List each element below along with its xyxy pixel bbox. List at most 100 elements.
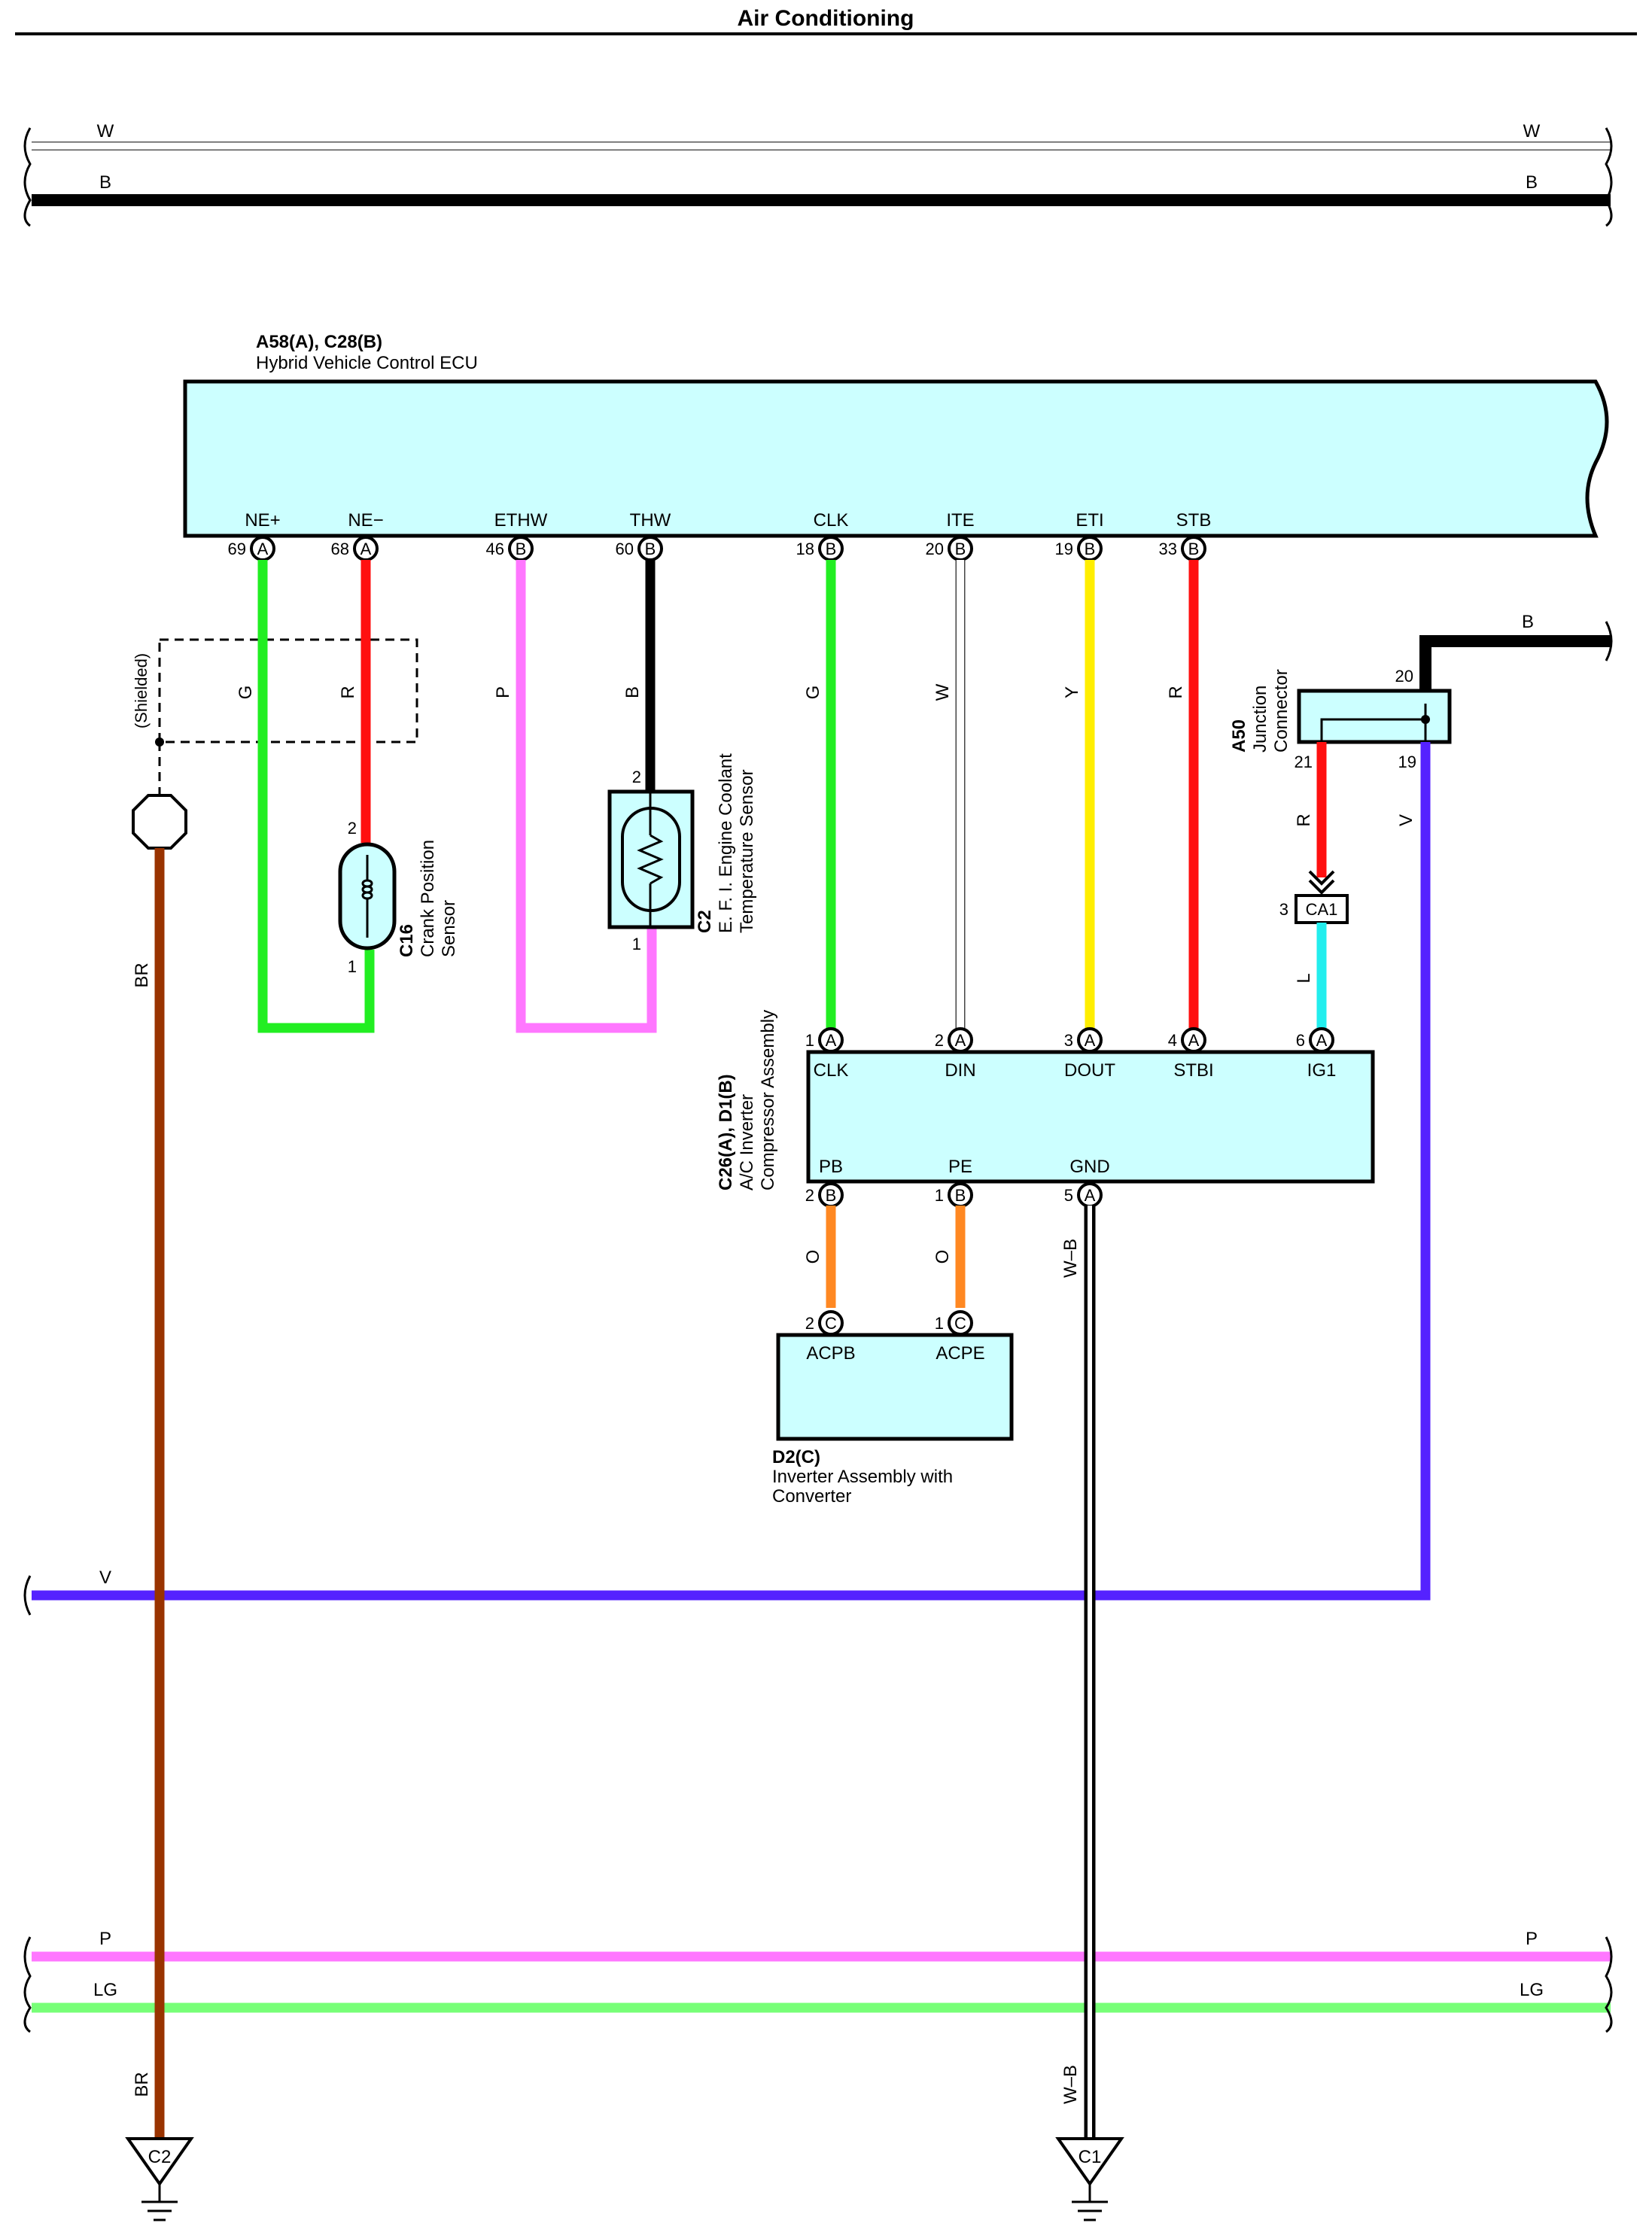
- compressor-pin-gnd-connector: A: [1085, 1186, 1096, 1205]
- wire-ethw: P: [493, 560, 657, 1033]
- compressor-pin-dout-connector: A: [1085, 1031, 1096, 1050]
- crank-code: C16: [397, 924, 417, 957]
- shield-ground-octagon: [132, 794, 187, 850]
- ecu-pin-stb-label: STB: [1176, 510, 1212, 531]
- inverter-name-line1: Inverter Assembly with: [772, 1467, 953, 1487]
- bus-pl-break-marks: [23, 1936, 1613, 2033]
- compressor-pin-stbi-number: 4: [1168, 1031, 1177, 1050]
- bus-w-label-left: W: [97, 121, 114, 141]
- ground-c2: C2: [125, 2137, 194, 2221]
- wire-eti-label: Y: [1062, 686, 1082, 698]
- crank-name-line2: Sensor: [439, 900, 459, 957]
- ecu-name: Hybrid Vehicle Control ECU: [256, 353, 478, 373]
- compressor-pin-ig1-connector: A: [1316, 1031, 1328, 1050]
- ecu-pin-ne-number: 68: [331, 540, 349, 558]
- compressor-name-line2: Compressor Assembly: [758, 1010, 778, 1190]
- bus-break-marks: [23, 127, 1613, 227]
- coolant-pin-top: 2: [632, 768, 641, 786]
- compressor-assembly: C26(A), D1(B) A/C Inverter Compressor As…: [716, 1010, 1375, 1208]
- compressor-pin-clk-label: CLK: [814, 1060, 849, 1081]
- bus-lg-label-right: LG: [1520, 1980, 1544, 2000]
- inverter-pin-acpe-connector: C: [954, 1314, 966, 1333]
- inverter-pin-acpe-label: ACPE: [936, 1343, 984, 1364]
- wire-clk-label: G: [803, 686, 823, 700]
- wire-pb: O: [803, 1206, 836, 1308]
- bus-lg-label-left: LG: [93, 1980, 117, 2000]
- ecu-code: A58(A), C28(B): [256, 332, 382, 352]
- top-bus-w: W W: [32, 121, 1611, 151]
- compressor-name-line1: A/C Inverter: [737, 1094, 757, 1190]
- wire-br-label-bottom: BR: [132, 2072, 152, 2097]
- ecu-pin-eti-connector: B: [1085, 540, 1096, 558]
- wire-stb-label: R: [1166, 686, 1186, 698]
- ca1-wire-label: L: [1294, 973, 1314, 983]
- compressor-pin-din-number: 2: [935, 1031, 944, 1050]
- shield-label: (Shielded): [132, 653, 151, 728]
- crank-pin-top: 2: [348, 819, 357, 838]
- wire-ite-label: W: [932, 683, 953, 701]
- wire-br-label-top: BR: [132, 962, 152, 987]
- wire-wb-label-top: W–B: [1060, 1239, 1081, 1278]
- wire-pb-label: O: [803, 1250, 823, 1264]
- ecu-pin-ethw-label: ETHW: [494, 510, 548, 531]
- compressor-pin-clk-number: 1: [805, 1031, 814, 1050]
- ecu-pin-eti-number: 19: [1055, 540, 1073, 558]
- compressor-pin-ig1-label: IG1: [1307, 1060, 1337, 1081]
- compressor-pin-pe-label: PE: [948, 1157, 972, 1177]
- inverter-pin-acpe-number: 1: [935, 1314, 944, 1333]
- junction-connector: B 20 21 19 A50 Junction Connector R CA1 …: [32, 612, 1613, 1601]
- ecu-box: [183, 379, 1609, 538]
- ecu-pin-ethw-number: 46: [486, 540, 504, 558]
- junction-in-wire-label: B: [1522, 612, 1534, 632]
- ecu-pin-ne-number: 69: [228, 540, 246, 558]
- crank-pin-bottom: 1: [348, 957, 357, 976]
- ecu-pin-eti-label: ETI: [1075, 510, 1103, 531]
- ground-c1: C1: [1055, 2137, 1124, 2221]
- ecu-pin-clk-number: 18: [796, 540, 814, 558]
- coolant-code: C2: [695, 910, 715, 933]
- bus-p-label-left: P: [99, 1929, 111, 1949]
- ecu-pin-thw-connector: B: [645, 540, 656, 558]
- ecu-pin-stb-connector: B: [1188, 540, 1200, 558]
- coolant-name-line1: E. F. I. Engine Coolant: [716, 753, 736, 933]
- compressor-pin-clk-connector: A: [826, 1031, 837, 1050]
- compressor-pin-dout-number: 3: [1064, 1031, 1073, 1050]
- ecu-pin-ne-label: NE+: [245, 510, 280, 531]
- ca1-pin: 3: [1279, 900, 1288, 919]
- wire-stb: R: [1166, 560, 1199, 1034]
- wire-ethw-label: P: [493, 686, 513, 698]
- bus-v-break: [23, 1575, 32, 1616]
- compressor-code: C26(A), D1(B): [716, 1074, 736, 1190]
- wire-ne-minus: R: [338, 560, 371, 843]
- junction-pin-r: 21: [1295, 753, 1313, 771]
- compressor-pin-pb-connector: B: [826, 1186, 837, 1205]
- wire-eti: Y: [1062, 560, 1095, 1034]
- ecu-pin-ite-label: ITE: [946, 510, 974, 531]
- bus-p-label-right: P: [1526, 1929, 1538, 1949]
- bus-v-label: V: [99, 1568, 111, 1588]
- ecu-pin-ne-connector: A: [361, 540, 372, 558]
- page-title: Air Conditioning: [738, 6, 914, 31]
- junction-r-wire-label: R: [1294, 813, 1314, 826]
- junction-code: A50: [1229, 719, 1249, 753]
- top-bus-b: B B: [32, 172, 1611, 206]
- compressor-pin-pe-number: 1: [935, 1186, 944, 1205]
- ground-c1-code: C1: [1079, 2147, 1102, 2167]
- compressor-pin-gnd-label: GND: [1069, 1157, 1109, 1177]
- ca1-label: CA1: [1306, 900, 1338, 919]
- inverter-name-line2: Converter: [772, 1486, 851, 1507]
- compressor-pin-din-label: DIN: [945, 1060, 975, 1081]
- inverter-code: D2(C): [772, 1447, 820, 1467]
